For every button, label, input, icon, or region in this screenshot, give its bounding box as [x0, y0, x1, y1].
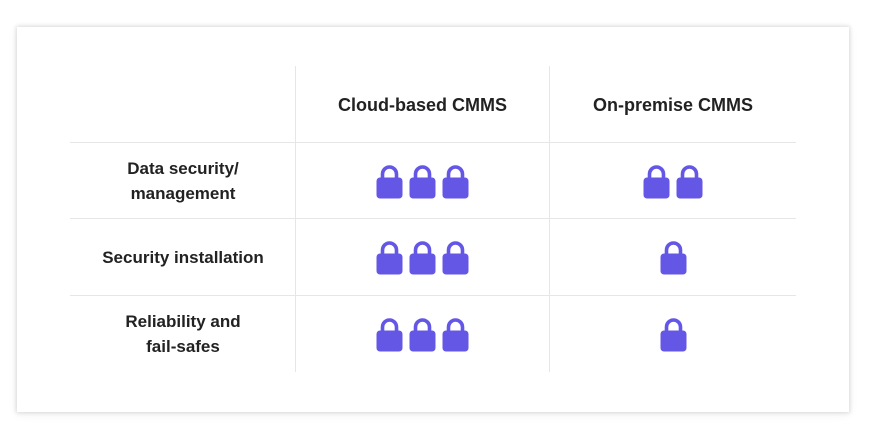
padlock-icon	[409, 318, 436, 352]
padlock-icon	[442, 241, 469, 275]
row-label-reliability: Reliability and fail-safes	[125, 312, 241, 356]
padlock-icon	[376, 318, 403, 352]
rating-onprem-row-2	[550, 237, 796, 277]
rating-cloud-row-1	[296, 161, 549, 201]
padlock-icon	[376, 241, 403, 275]
row-label-data-security: Data security/ management	[127, 158, 239, 203]
rating-onprem-row-1	[550, 161, 796, 201]
rating-cloud-row-3	[296, 314, 549, 354]
grid-divider-horizontal-3	[70, 295, 796, 296]
column-header-cloud: Cloud-based CMMS	[338, 95, 507, 115]
row-label-security-installation: Security installation	[102, 247, 264, 267]
grid-divider-horizontal-2	[70, 218, 796, 219]
grid-divider-vertical-2	[549, 66, 550, 372]
grid-divider-vertical-1	[295, 66, 296, 372]
padlock-icon	[676, 165, 703, 199]
grid-divider-horizontal-1	[70, 142, 796, 143]
padlock-icon	[409, 241, 436, 275]
padlock-icon	[442, 165, 469, 199]
column-header-onprem: On-premise CMMS	[592, 95, 754, 115]
rating-cloud-row-2	[296, 237, 549, 277]
padlock-icon	[660, 241, 686, 275]
padlock-icon	[376, 165, 403, 199]
padlock-icon	[442, 318, 469, 352]
rating-onprem-row-3	[550, 314, 796, 354]
padlock-icon	[409, 165, 436, 199]
padlock-icon	[660, 318, 686, 352]
padlock-icon	[643, 165, 670, 199]
